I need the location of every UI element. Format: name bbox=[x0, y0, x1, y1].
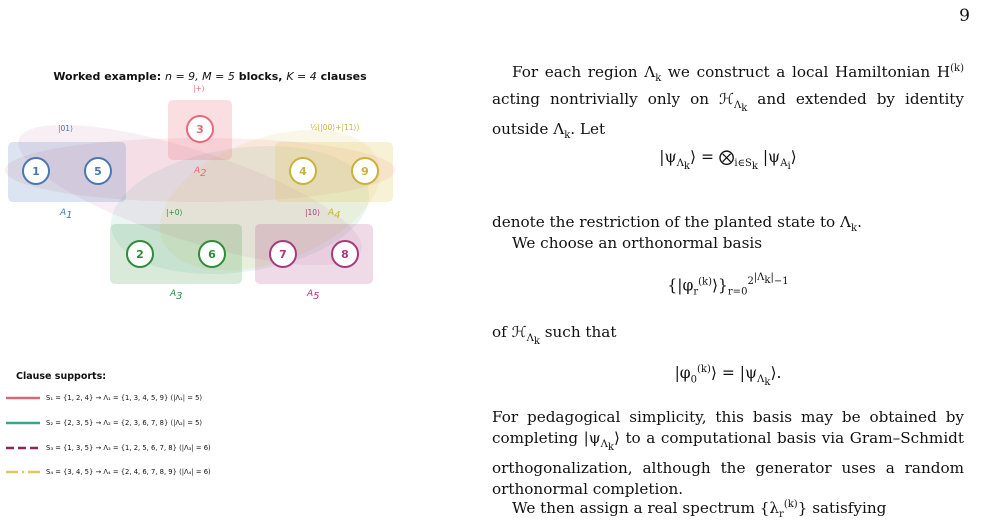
block-a5-ket: |10⟩ bbox=[305, 208, 320, 217]
qubit-9: 9 bbox=[351, 157, 379, 185]
equation-restricted-state: |ψΛk⟩ = ⨂i∈Sk |ψAi⟩ bbox=[659, 148, 797, 173]
clause-line-3 bbox=[6, 446, 40, 450]
paragraph-restriction: denote the restriction of the planted st… bbox=[492, 213, 862, 235]
equation-first-basis-vector: |φ0(k)⟩ = |ψΛk⟩. bbox=[674, 364, 782, 389]
figure-title: Worked example: n = 9, M = 5 blocks, K =… bbox=[53, 70, 367, 83]
block-a1-label: A1 bbox=[60, 208, 73, 221]
block-a5-label: A5 bbox=[307, 289, 320, 302]
clause-text-3: S₃ = {1, 3, 5} → Λ₃ = {1, 2, 5, 6, 7, 8}… bbox=[46, 444, 211, 452]
clause-line-1 bbox=[6, 396, 40, 400]
equation-basis: {|φr(k)⟩}r=02|Λk|−1 bbox=[667, 272, 789, 298]
paragraph-of-hilbert: of ℋΛk such that bbox=[492, 323, 617, 348]
clause-row-4: S₄ = {3, 4, 5} → Λ₄ = {2, 4, 6, 7, 8, 9}… bbox=[6, 466, 211, 478]
clause-row-2: S₂ = {2, 3, 5} → Λ₂ = {2, 3, 6, 7, 8} (|… bbox=[6, 417, 202, 429]
clause-line-2 bbox=[6, 421, 40, 425]
block-a4-ket: ½(|00⟩+|11⟩) bbox=[310, 123, 360, 132]
qubit-3: 3 bbox=[186, 115, 214, 143]
block-a4-label: A4 bbox=[328, 208, 341, 221]
block-a3-label: A3 bbox=[170, 289, 183, 302]
clause-row-1: S₁ = {1, 2, 4} → Λ₁ = {1, 3, 4, 5, 9} (|… bbox=[6, 392, 202, 404]
paragraph-spectrum: We then assign a real spectrum {λr(k)} s… bbox=[512, 499, 887, 521]
paragraph-local-hamiltonian: For each region Λk we construct a local … bbox=[492, 63, 964, 142]
region-ellipses bbox=[5, 124, 395, 275]
block-a3-ket: |+0⟩ bbox=[166, 208, 183, 217]
paragraph-choose-basis: We choose an orthonormal basis bbox=[512, 234, 763, 252]
block-a1-ket: |01⟩ bbox=[58, 124, 73, 133]
region-lambda-4 bbox=[159, 129, 381, 271]
clause-line-4 bbox=[6, 470, 40, 474]
page-number: 9 bbox=[959, 6, 970, 26]
qubit-2: 2 bbox=[126, 240, 154, 268]
block-a2-ket: |+⟩ bbox=[193, 84, 205, 93]
clause-row-3: S₃ = {1, 3, 5} → Λ₃ = {1, 2, 5, 6, 7, 8}… bbox=[6, 442, 211, 454]
paragraph-gram-schmidt: For pedagogical simplicity, this basis m… bbox=[492, 408, 964, 499]
clause-text-4: S₄ = {3, 4, 5} → Λ₄ = {2, 4, 6, 7, 8, 9}… bbox=[46, 468, 211, 476]
qubit-1: 1 bbox=[22, 157, 50, 185]
qubit-8: 8 bbox=[331, 240, 359, 268]
worked-example-figure: Worked example: n = 9, M = 5 blocks, K =… bbox=[0, 0, 470, 528]
clause-text-1: S₁ = {1, 2, 4} → Λ₁ = {1, 3, 4, 5, 9} (|… bbox=[46, 394, 203, 402]
qubit-4: 4 bbox=[289, 157, 317, 185]
clause-text-2: S₂ = {2, 3, 5} → Λ₂ = {2, 3, 6, 7, 8} (|… bbox=[46, 419, 203, 427]
qubit-6: 6 bbox=[198, 240, 226, 268]
region-lambda-1 bbox=[5, 138, 395, 202]
qubit-7: 7 bbox=[269, 240, 297, 268]
clause-supports-title: Clause supports: bbox=[16, 371, 107, 382]
block-a2-label: A2 bbox=[194, 166, 207, 179]
qubit-5: 5 bbox=[84, 157, 112, 185]
